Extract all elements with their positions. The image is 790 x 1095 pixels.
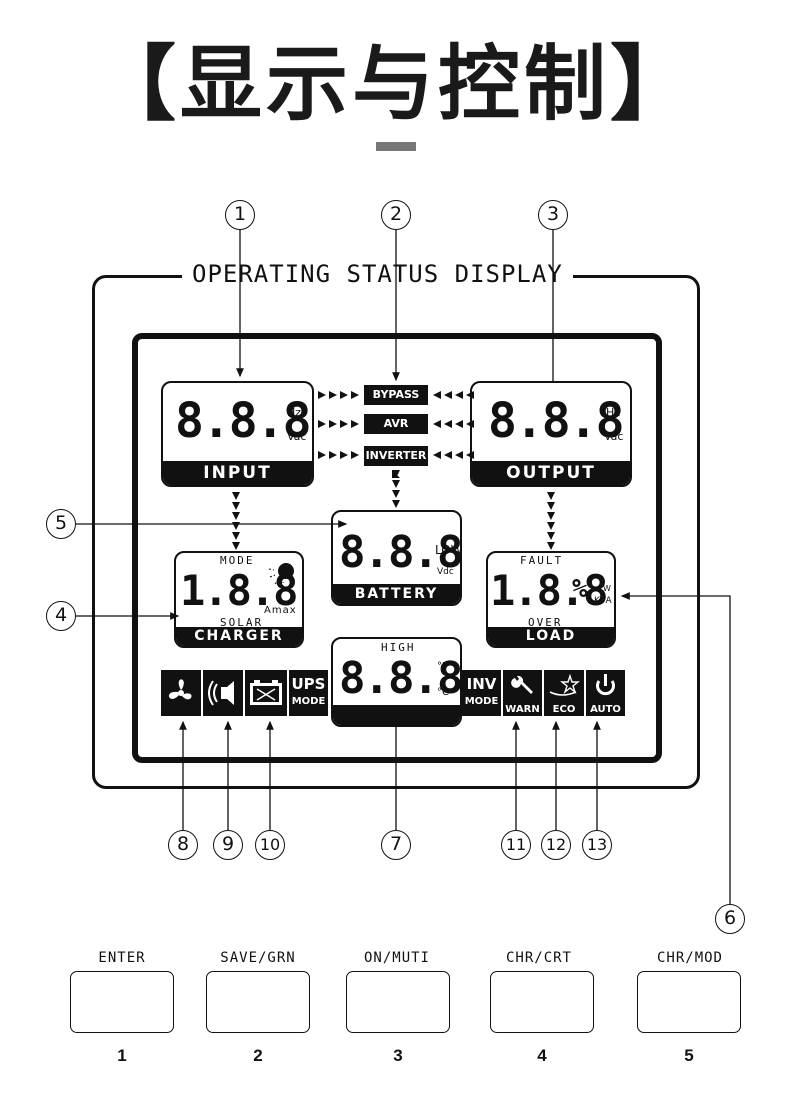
- auto-label: AUTO: [590, 704, 621, 715]
- output-panel: 8.8.8 Hz Vac OUTPUT: [470, 381, 632, 487]
- page-title: 【显示与控制】: [93, 37, 696, 132]
- inv-mode-top: INV: [466, 675, 497, 693]
- temp-footer-bar: [333, 705, 460, 725]
- button-4-label: CHR/CRT: [505, 950, 572, 966]
- inverter-output-connector: [433, 451, 474, 459]
- charger-label: CHARGER: [176, 627, 302, 646]
- on-muti-button[interactable]: [346, 971, 450, 1033]
- load-digits: 1.8.8: [490, 566, 608, 615]
- save-grn-button[interactable]: [206, 971, 310, 1033]
- input-charger-connector: [232, 492, 240, 550]
- load-over: OVER: [528, 616, 563, 629]
- load-kw: KW: [598, 584, 611, 593]
- temp-high: HIGH: [381, 641, 416, 654]
- output-label: OUTPUT: [472, 461, 630, 485]
- input-unit-vac: Vac: [287, 430, 307, 443]
- avr-tag: AVR: [364, 414, 428, 434]
- charger-solar: SOLAR: [220, 616, 264, 629]
- buzzer-icon: [203, 670, 243, 716]
- callout-7: 7: [381, 830, 411, 860]
- button-3-number: 3: [393, 1046, 403, 1065]
- callout-4: 4: [46, 601, 76, 631]
- status-display-caption: OPERATING STATUS DISPLAY: [182, 259, 573, 289]
- inverter-battery-connector: [392, 470, 400, 508]
- callout-9: 9: [213, 830, 243, 860]
- charger-mode: MODE: [220, 554, 255, 567]
- button-3-label: ON/MUTI: [363, 950, 430, 966]
- eco-label: ECO: [552, 704, 576, 715]
- callout-5: 5: [46, 509, 76, 539]
- battery-low: LOW: [435, 543, 462, 557]
- inverter-tag: INVERTER: [364, 446, 428, 466]
- input-panel: 8.8.8 Hz Vac INPUT: [161, 381, 314, 487]
- callout-2: 2: [381, 200, 411, 230]
- input-inverter-connector: [318, 451, 359, 459]
- button-5-number: 5: [684, 1046, 694, 1065]
- button-2-number: 2: [253, 1046, 263, 1065]
- load-percent: %: [572, 574, 588, 604]
- temp-digits: 8.8.8: [339, 653, 462, 704]
- input-avr-connector: [318, 420, 359, 428]
- callout-11: 11: [501, 830, 531, 860]
- input-label: INPUT: [163, 461, 312, 485]
- callout-3: 3: [538, 200, 568, 230]
- load-panel: FAULT 1.8.8 % KW KVA OVER LOAD: [486, 551, 616, 648]
- button-2-label: SAVE/GRN: [220, 950, 296, 966]
- callout-12: 12: [541, 830, 571, 860]
- callout-1: 1: [225, 200, 255, 230]
- fan-icon: [161, 670, 201, 716]
- callout-8: 8: [168, 830, 198, 860]
- input-digits: 8.8.8: [175, 393, 311, 449]
- title-underline: [376, 142, 416, 151]
- callout-6-leader: [620, 592, 731, 904]
- button-1-number: 1: [117, 1046, 127, 1065]
- battery-label: BATTERY: [333, 584, 460, 604]
- battery-unit: Vdc: [437, 567, 454, 577]
- load-fault: FAULT: [520, 554, 564, 567]
- warn-label: WARN: [505, 704, 540, 715]
- charger-unit: Amax: [264, 605, 297, 616]
- input-bypass-connector: [318, 391, 359, 399]
- chr-mod-button[interactable]: [637, 971, 741, 1033]
- output-load-connector: [547, 492, 555, 550]
- eco-icon: ECO: [544, 670, 584, 716]
- output-unit-vac: Vac: [604, 430, 624, 443]
- output-unit-hz: Hz: [606, 406, 621, 419]
- bypass-output-connector: [433, 391, 474, 399]
- warn-icon: WARN: [503, 670, 542, 716]
- battery-panel: 8.8.8 LOW Vdc BATTERY: [331, 510, 462, 606]
- temp-unit-f: °F: [437, 661, 448, 672]
- load-kva: KVA: [594, 596, 612, 606]
- charger-panel: MODE 1.8.8 Amax SOLAR CHARGER: [174, 551, 304, 648]
- load-label: LOAD: [488, 627, 614, 646]
- battery-digits: 8.8.8: [339, 527, 462, 578]
- sun-icon: [266, 559, 296, 589]
- button-5-label: CHR/MOD: [656, 950, 723, 966]
- button-1-label: ENTER: [98, 950, 146, 966]
- temperature-panel: HIGH 8.8.8 °F °C: [331, 637, 462, 727]
- output-digits: 8.8.8: [488, 393, 624, 449]
- button-4-number: 4: [537, 1046, 547, 1065]
- enter-button[interactable]: [70, 971, 174, 1033]
- callout-10: 10: [255, 830, 285, 860]
- chr-crt-button[interactable]: [490, 971, 594, 1033]
- power-auto-icon: AUTO: [586, 670, 625, 716]
- inv-mode-bottom: MODE: [464, 696, 499, 707]
- battery-warning-icon: [245, 670, 287, 716]
- ups-mode-top: UPS: [291, 675, 326, 693]
- input-unit-hz: Hz: [287, 406, 302, 419]
- ups-mode-bottom: MODE: [291, 696, 326, 707]
- inv-mode-icon: INV MODE: [462, 670, 501, 716]
- lcd-screen: [132, 333, 662, 763]
- avr-output-connector: [433, 420, 474, 428]
- callout-13: 13: [582, 830, 612, 860]
- temp-unit-c: °C: [437, 687, 449, 698]
- bypass-tag: BYPASS: [364, 385, 428, 405]
- callout-6: 6: [715, 904, 745, 934]
- ups-mode-icon: UPS MODE: [289, 670, 328, 716]
